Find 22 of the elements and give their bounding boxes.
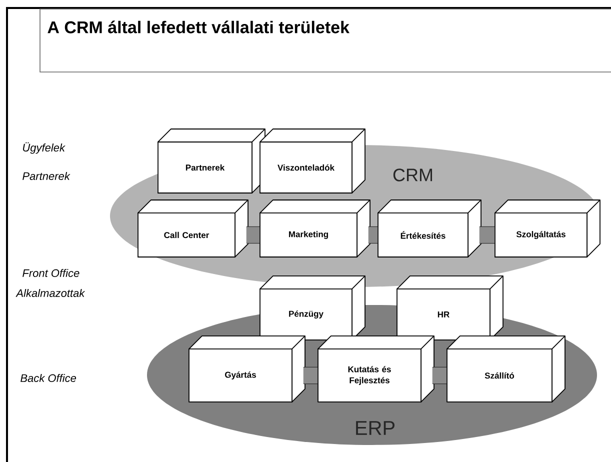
cube-box: Call Center — [138, 200, 248, 258]
cube-box: Gyártás — [188, 336, 306, 402]
cylinder-connector — [368, 226, 378, 244]
cube-box: Szállító — [446, 336, 566, 402]
row-label: Partnerek — [22, 172, 70, 180]
cube-box: Marketing — [260, 200, 370, 258]
cube-box: HR — [396, 276, 504, 340]
cube-box: Partnerek — [158, 128, 266, 194]
row-label: Back Office — [20, 374, 76, 382]
row-label: Front Office — [22, 268, 80, 278]
cube-box: Kutatás és Fejlesztés — [318, 336, 434, 402]
cube-box: Viszonteladók — [260, 128, 366, 194]
row-label: Alkalmazottak — [16, 288, 86, 298]
cube-box: Szolgáltatás — [494, 200, 600, 258]
cylinder-connector — [303, 366, 318, 384]
cylinder-connector — [432, 366, 447, 384]
cylinder-connector — [479, 226, 495, 244]
cube-box: Pénzügy — [260, 276, 366, 340]
cylinder-connector — [246, 226, 260, 244]
title-box: A CRM által lefedett vállalati területek — [40, 8, 611, 72]
row-label: Ügyfelek — [23, 142, 66, 154]
cube-box: Értékesítés — [378, 200, 482, 258]
